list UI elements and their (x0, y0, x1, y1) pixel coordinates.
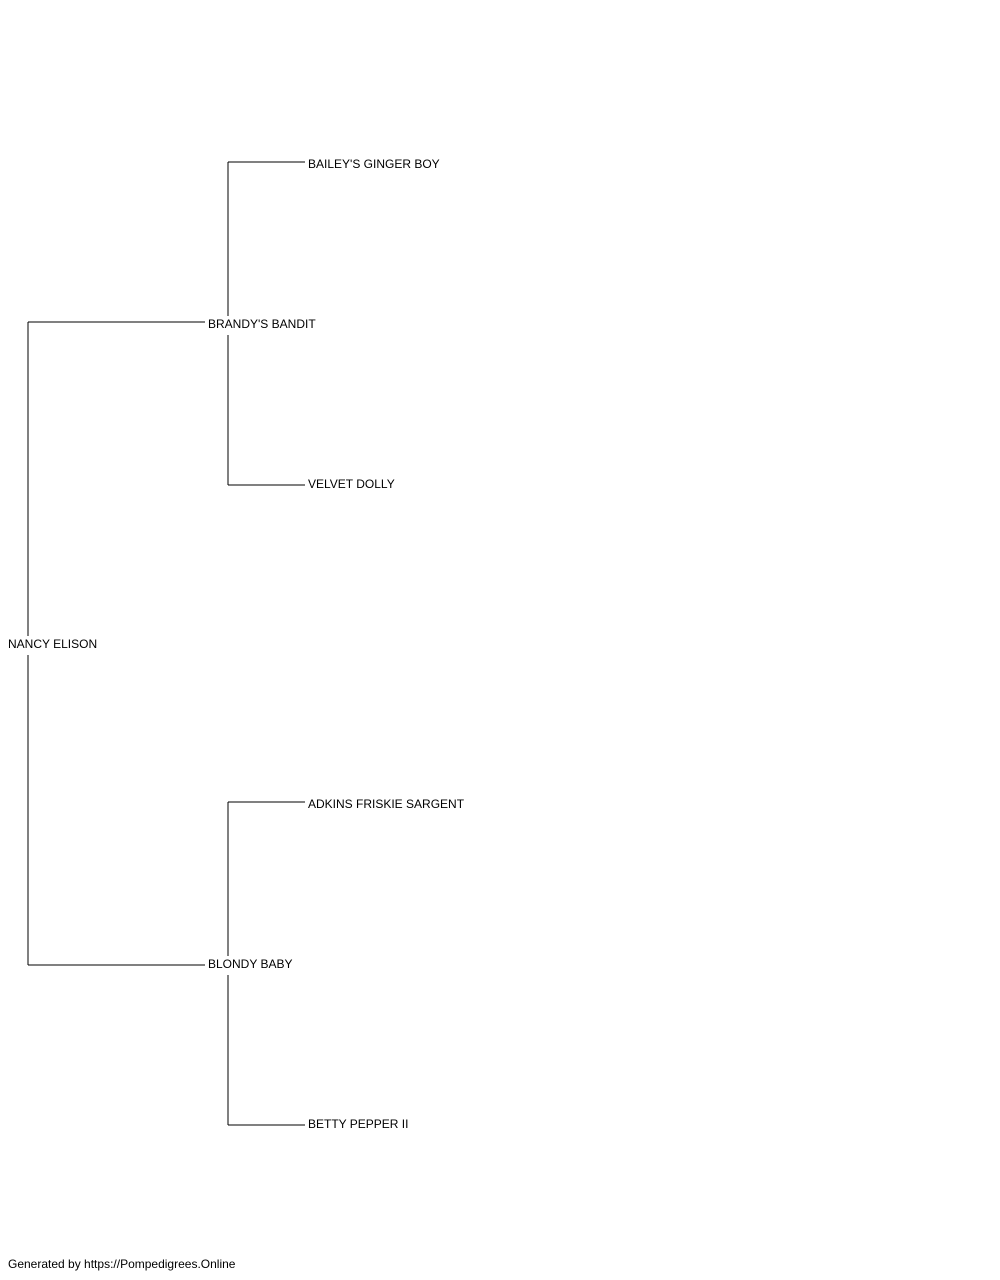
node-sire[interactable]: BRANDY'S BANDIT (208, 317, 317, 331)
node-sire-dam[interactable]: VELVET DOLLY (308, 477, 396, 491)
node-sire-sire[interactable]: BAILEY'S GINGER BOY (308, 157, 441, 171)
node-dam-sire[interactable]: ADKINS FRISKIE SARGENT (308, 797, 466, 811)
node-dam-dam[interactable]: BETTY PEPPER II (308, 1117, 410, 1131)
node-dam[interactable]: BLONDY BABY (208, 957, 294, 971)
generated-by-footer: Generated by https://Pompedigrees.Online (8, 1257, 236, 1271)
node-subject[interactable]: NANCY ELISON (8, 637, 99, 651)
